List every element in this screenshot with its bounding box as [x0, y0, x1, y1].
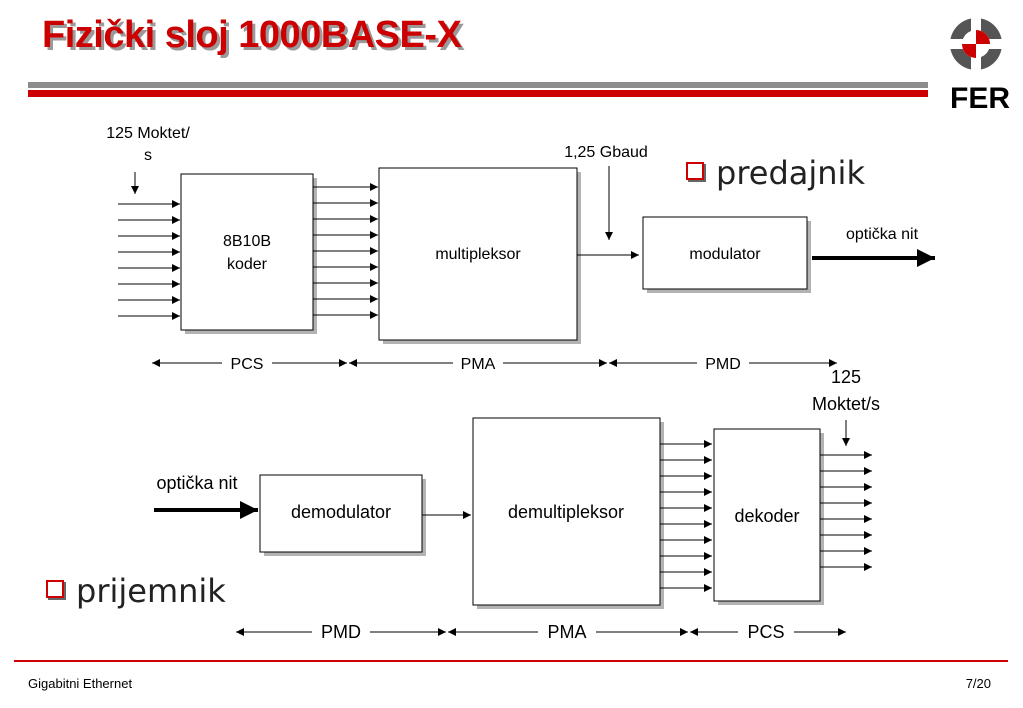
tx-pmd-label-bg: [697, 352, 749, 374]
rx-pma-label-bg: [538, 620, 596, 644]
slide-title: Fizički sloj 1000BASE-X: [42, 14, 462, 56]
demux-label: demultipleksor: [508, 502, 624, 522]
rx-pmd-label-bg: [312, 620, 370, 644]
baud-label: 1,25 Gbaud: [564, 144, 648, 161]
rx-demux-to-decoder-lines: [660, 440, 712, 592]
tx-pmd-label: PMD: [705, 356, 741, 373]
tx-pcs-label: PCS: [231, 356, 264, 373]
bullet-transmitter-label: predajnik: [716, 154, 865, 192]
rx-output-lines: [820, 451, 872, 571]
tx-input-lines: [118, 200, 180, 320]
title-underline-red: [28, 90, 928, 97]
modulator-label: modulator: [689, 246, 761, 263]
coder-block: [180, 173, 314, 331]
rx-pcs-label-bg: [738, 620, 794, 644]
bullet-square-icon: [686, 162, 704, 180]
title-underline-gray: [28, 82, 928, 88]
rx-output-rate-label-2: Moktet/s: [812, 394, 880, 414]
page-number: 7/20: [965, 676, 991, 691]
mux-block: [378, 167, 578, 341]
tx-input-rate-label-2: s: [144, 147, 152, 164]
footer-divider: [14, 660, 1008, 662]
fer-logo-icon: FER: [940, 8, 1012, 112]
modulator-block: [642, 216, 808, 290]
demux-block: [472, 417, 661, 606]
tx-pcs-label-bg: [222, 352, 272, 374]
rx-pmd-label: PMD: [321, 622, 361, 642]
rx-pma-label: PMA: [547, 622, 586, 642]
rx-fiber-label: optička nit: [156, 473, 237, 493]
bullet-square-icon: [46, 580, 64, 598]
rx-output-rate-label: 125: [831, 367, 861, 387]
bullet-transmitter: predajnik: [686, 154, 865, 192]
decoder-block: [713, 428, 821, 602]
tx-fiber-label: optička nit: [846, 226, 919, 243]
bullet-receiver-label: prijemnik: [76, 572, 226, 610]
tx-pma-label-bg: [453, 352, 503, 374]
tx-pma-label: PMA: [461, 356, 496, 373]
decoder-label: dekoder: [734, 506, 799, 526]
tx-input-rate-label: 125 Moktet/: [106, 125, 190, 142]
coder-label: 8B10B: [223, 233, 271, 250]
coder-label-2: koder: [227, 256, 268, 273]
mux-label: multipleksor: [435, 246, 521, 263]
bullet-receiver: prijemnik: [46, 572, 226, 610]
logo-text: FER: [950, 82, 1010, 112]
demodulator-label: demodulator: [291, 502, 391, 522]
footer-title: Gigabitni Ethernet: [28, 676, 133, 691]
tx-coder-to-mux-lines: [313, 183, 378, 319]
demodulator-block: [259, 474, 423, 553]
rx-pcs-label: PCS: [747, 622, 784, 642]
